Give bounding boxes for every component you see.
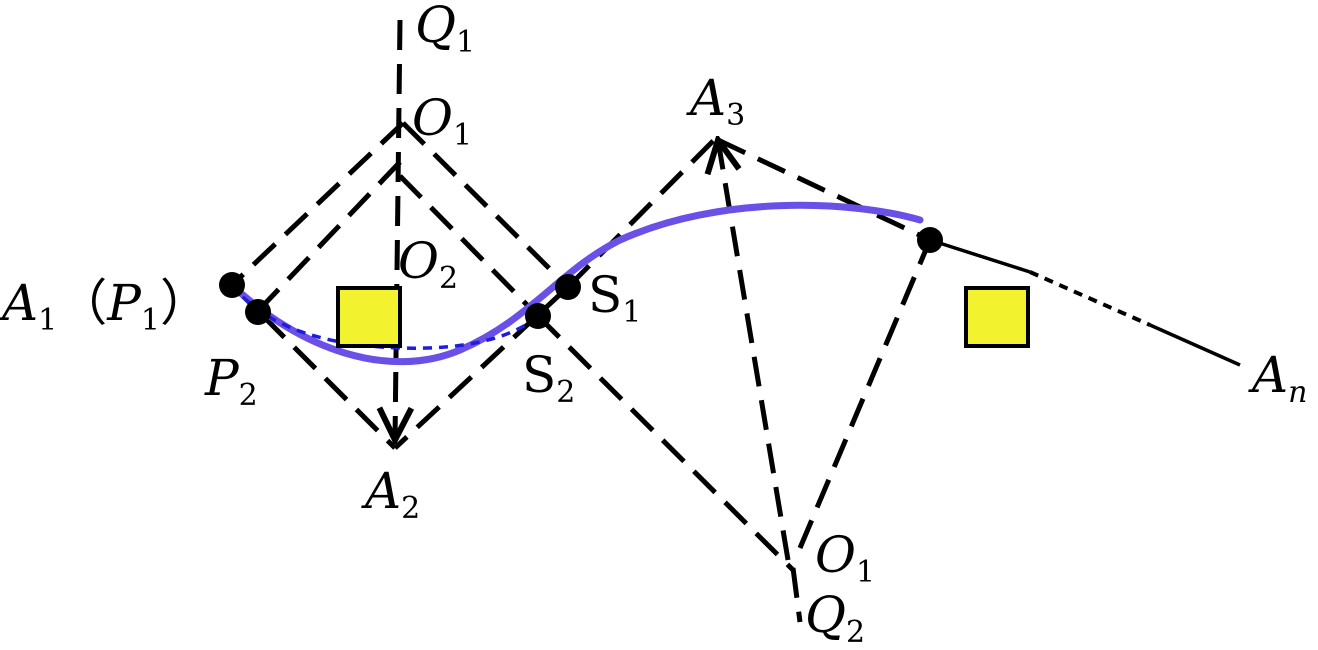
segment-tangent-an-1	[929, 238, 1031, 274]
label-q2: Q2	[805, 586, 865, 650]
label-a2: A2	[361, 462, 420, 526]
label-an: An	[1248, 346, 1307, 410]
edge-s1-a3	[566, 138, 716, 289]
label-a3: A3	[686, 69, 745, 133]
planned-path-curve	[228, 201, 924, 366]
edge-s1-a2	[393, 285, 570, 450]
edge-s2-o1b	[536, 314, 795, 572]
edge-a1-a2	[230, 283, 397, 450]
label-o1-top: O1	[412, 89, 472, 153]
label-o2: O2	[398, 232, 458, 296]
edge-a3-tangent	[716, 137, 932, 243]
axis-o1b-q2	[790, 567, 803, 623]
point-s2	[525, 303, 551, 329]
label-p2: P2	[204, 349, 258, 413]
point-tangent	[917, 227, 943, 253]
segment-tangent-an-3	[1149, 323, 1241, 367]
label-s2: S2	[522, 346, 575, 410]
edge-o2-s2	[398, 174, 540, 318]
label-o1-bottom: O1	[815, 526, 875, 590]
axis-q1-a2	[395, 19, 400, 440]
obstacle-left	[336, 286, 402, 348]
edge-o2-p2	[255, 160, 402, 314]
point-a1	[219, 272, 245, 298]
segment-tangent-an-2	[1029, 270, 1151, 327]
point-s1	[555, 274, 581, 300]
edge-o1-a1	[230, 121, 405, 287]
edge-o1b-tangent	[797, 239, 933, 549]
label-q1: Q1	[415, 0, 475, 60]
point-p2	[245, 299, 271, 325]
label-s1: S1	[588, 266, 641, 330]
obstacle-right	[964, 286, 1030, 348]
edge-o1-s1	[401, 121, 570, 289]
label-a1-p1: A1（P1）	[0, 274, 210, 338]
